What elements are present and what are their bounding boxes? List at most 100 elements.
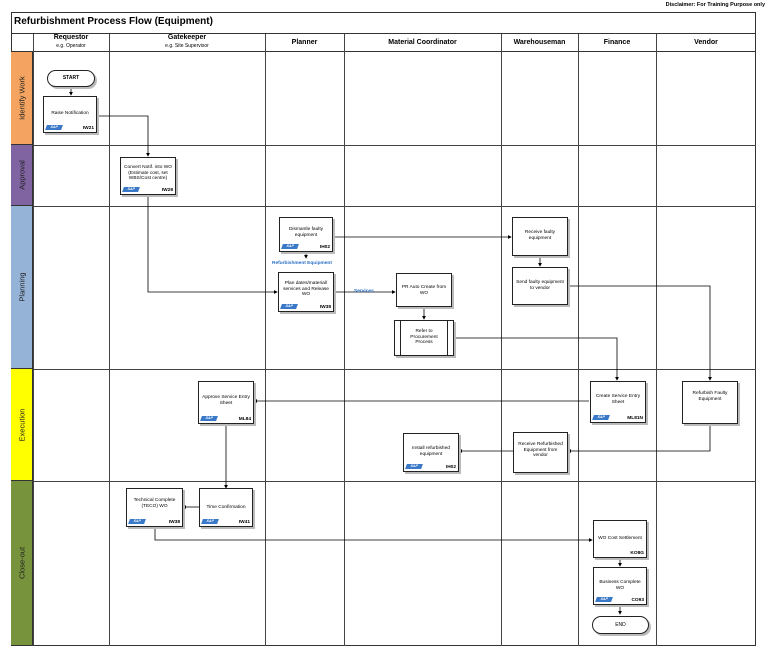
business-complete-box: Business Complete WO SAP CO93	[593, 567, 647, 605]
transaction-code: IW28	[161, 188, 173, 193]
column-header-row	[11, 34, 756, 52]
column-divider	[578, 34, 579, 646]
transaction-code: ML81N	[627, 416, 643, 421]
refurbish-box: Refurbish Faulty Equipment	[682, 381, 738, 424]
column-name: Finance	[603, 39, 631, 46]
sap-badge: SAP	[45, 125, 63, 130]
disclaimer: Disclaimer: For Training Purpose only	[665, 2, 765, 8]
box-text: Raise Notification	[51, 111, 89, 116]
column-name: Planner	[291, 39, 318, 46]
column-divider	[33, 34, 34, 646]
column-header-vendor: Vendor	[656, 34, 756, 52]
box-text: Dismantle faulty equipment	[288, 227, 324, 238]
box-text: Refer to Procurement Process	[410, 329, 438, 346]
diagram-title: Refurbishment Process Flow (Equipment)	[14, 16, 213, 27]
lane-execution: Execution	[11, 369, 33, 481]
sap-badge: SAP	[595, 597, 613, 602]
column-header-gatekeeper: Gatekeeper e.g. Site Supervisor	[109, 34, 265, 52]
connector-refurbish-to-receive	[567, 424, 711, 453]
transaction-code: IH02	[445, 465, 456, 470]
box-text: WO Cost Settlement	[598, 536, 642, 541]
column-header-warehouseman: Warehouseman	[501, 34, 578, 52]
connector-refer-to-ses	[454, 337, 619, 381]
connector-send-to-refurbish	[568, 285, 712, 381]
send-faulty-box: Send faulty equipment to vendor	[512, 267, 568, 305]
column-header-planner: Planner	[265, 34, 344, 52]
box-text: Convert Notif. into WO (Estimate cost, s…	[124, 165, 172, 182]
transaction-code: KO8G	[630, 551, 644, 556]
column-divider	[344, 34, 345, 646]
transaction-code: CO93	[631, 598, 644, 603]
transaction-code: IH02	[319, 245, 330, 250]
plan-dates-box: Plan dates/material/ services and Releas…	[278, 272, 334, 312]
column-sub: e.g. Site Supervisor	[165, 43, 209, 49]
raise-notification-box: Raise Notification SAP IW21	[43, 96, 97, 133]
time-confirmation-box: Time Confirmation SAP IW41	[199, 488, 253, 527]
column-name: Warehouseman	[513, 39, 566, 46]
receive-refurbished-box: Receive Refurbished Equipment from vendo…	[513, 432, 568, 473]
box-text: PR Auto Create from WO	[401, 285, 447, 296]
column-name: Gatekeeper	[167, 34, 207, 41]
column-name: Vendor	[694, 39, 718, 46]
box-text: Approve Service Entry Sheet	[202, 395, 250, 406]
connector-raise-to-convert	[97, 115, 150, 157]
lane-divider	[11, 145, 756, 146]
column-name: Material Coordinator	[388, 39, 457, 46]
column-name: Requestor	[53, 34, 89, 41]
sap-badge: SAP	[405, 464, 423, 469]
box-text: Receive Refurbished Equipment from vendo…	[518, 442, 563, 459]
transaction-code: IW41	[238, 520, 250, 525]
end-terminal: END	[592, 616, 649, 634]
column-sub: e.g. Operator	[56, 43, 86, 49]
column-divider	[109, 34, 110, 646]
create-ses-box: Create Service Entry Sheet SAP ML81N	[590, 381, 646, 423]
box-text: Refurbish Faulty Equipment	[692, 391, 728, 402]
transaction-code: IW38	[168, 520, 180, 525]
box-text: Receive faulty equipment	[524, 230, 556, 241]
sap-badge: SAP	[122, 187, 140, 192]
transaction-code: ML84	[238, 417, 251, 422]
box-text: Create Service Entry Sheet	[595, 394, 641, 405]
wo-cost-settlement-box: WO Cost Settlement KO8G	[593, 520, 647, 558]
receive-faulty-box: Receive faulty equipment	[512, 217, 568, 256]
lane-divider	[11, 369, 756, 370]
column-divider	[656, 34, 657, 646]
convert-notification-box: Convert Notif. into WO (Estimate cost, s…	[120, 157, 176, 195]
column-divider	[265, 34, 266, 646]
lane-divider	[11, 206, 756, 207]
column-header-material-coordinator: Material Coordinator	[344, 34, 501, 52]
column-divider	[501, 34, 502, 646]
approve-ses-box: Approve Service Entry Sheet SAP ML84	[198, 381, 254, 424]
pr-auto-create-box: PR Auto Create from WO	[396, 273, 452, 307]
title-bar	[11, 12, 756, 34]
connector-teco-to-settlement	[154, 527, 593, 542]
services-label: Services	[354, 289, 374, 294]
sap-badge: SAP	[201, 519, 219, 524]
box-text: Time Confirmation	[206, 505, 246, 510]
dismantle-box: Dismantle faulty equipment SAP IH02	[279, 217, 333, 252]
lane-identify-work: Identify Work	[11, 52, 33, 145]
sap-badge: SAP	[200, 416, 218, 421]
box-text: Install refurbished equipment	[412, 446, 450, 457]
box-text: Plan dates/material/ services and Releas…	[283, 281, 329, 298]
transaction-code: IW21	[82, 126, 94, 131]
connector-convert-to-plan	[147, 195, 278, 294]
install-refurbished-box: Install refurbished equipment SAP IH02	[403, 433, 459, 472]
transaction-code: IW38	[319, 305, 331, 310]
lane-close-out: Close-out	[11, 481, 33, 646]
column-header-requestor: Requestor e.g. Operator	[33, 34, 109, 52]
lane-divider	[11, 481, 756, 482]
refurbishment-equipment-label: Refurbishment Equipment	[272, 261, 332, 266]
sap-badge: SAP	[592, 415, 610, 420]
lane-approval: Approval	[11, 145, 33, 206]
box-text: Business Complete WO	[599, 580, 641, 591]
teco-box: Technical Complete (TECO) WO SAP IW38	[126, 488, 183, 527]
box-text: Send faulty equipment to vendor	[516, 280, 564, 291]
column-header-finance: Finance	[578, 34, 656, 52]
start-terminal: START	[47, 70, 95, 87]
sap-badge: SAP	[128, 519, 146, 524]
sap-badge: SAP	[280, 304, 298, 309]
refer-procurement-box: Refer to Procurement Process	[394, 320, 454, 356]
sap-badge: SAP	[281, 244, 299, 249]
